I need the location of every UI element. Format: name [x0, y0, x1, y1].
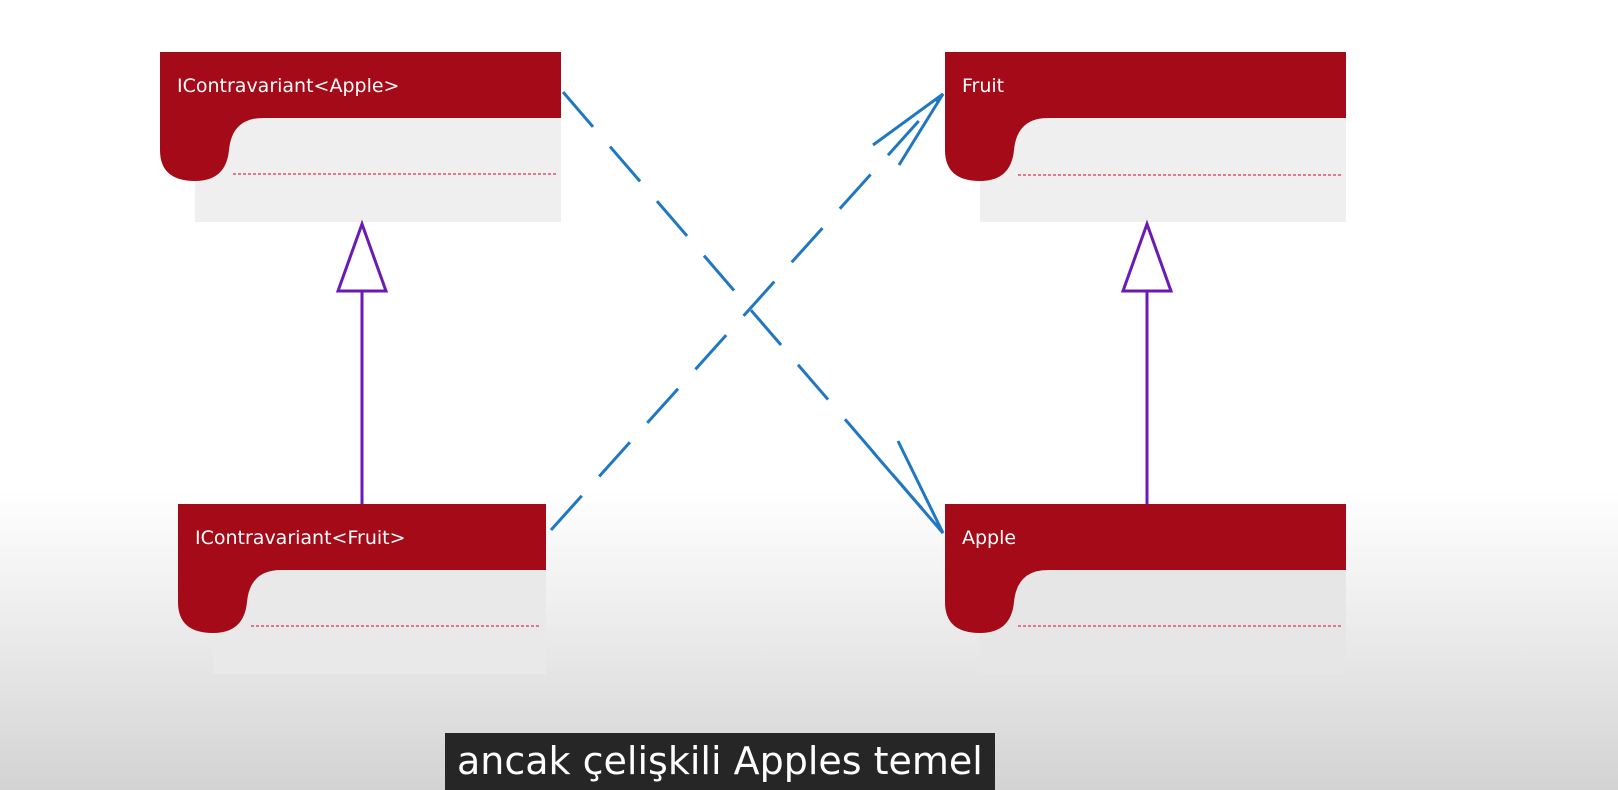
dependency-arrow-fruit: [549, 92, 945, 532]
class-header: [945, 52, 1346, 181]
dependency-arrow-apple: [561, 91, 945, 534]
dependency-arrowhead: [872, 92, 945, 166]
dependency-line: [549, 92, 945, 532]
class-body: [195, 118, 561, 222]
class-body: [213, 570, 546, 674]
class-box-icontravariant-apple: IContravariant<Apple>: [160, 52, 561, 222]
inheritance-arrowhead: [1120, 219, 1174, 293]
class-header: [160, 52, 561, 181]
class-name: Fruit: [962, 75, 1004, 97]
class-header: [178, 504, 546, 633]
subtitle-caption: ancak çelişkili Apples temel: [445, 733, 995, 790]
inheritance-arrow-right: [1120, 219, 1174, 504]
class-name: Apple: [962, 527, 1016, 549]
class-box-fruit: Fruit: [945, 52, 1346, 222]
inheritance-arrow-left: [335, 219, 389, 504]
class-name: IContravariant<Fruit>: [195, 527, 406, 549]
class-body: [980, 118, 1346, 222]
class-name: IContravariant<Apple>: [177, 75, 399, 97]
class-box-icontravariant-fruit: IContravariant<Fruit>: [178, 504, 546, 674]
dependency-arrowhead: [871, 440, 945, 534]
dependency-line: [561, 91, 945, 534]
class-header: [945, 504, 1346, 633]
class-box-apple: Apple: [945, 504, 1346, 674]
class-body: [980, 570, 1346, 674]
inheritance-arrowhead: [335, 219, 389, 293]
